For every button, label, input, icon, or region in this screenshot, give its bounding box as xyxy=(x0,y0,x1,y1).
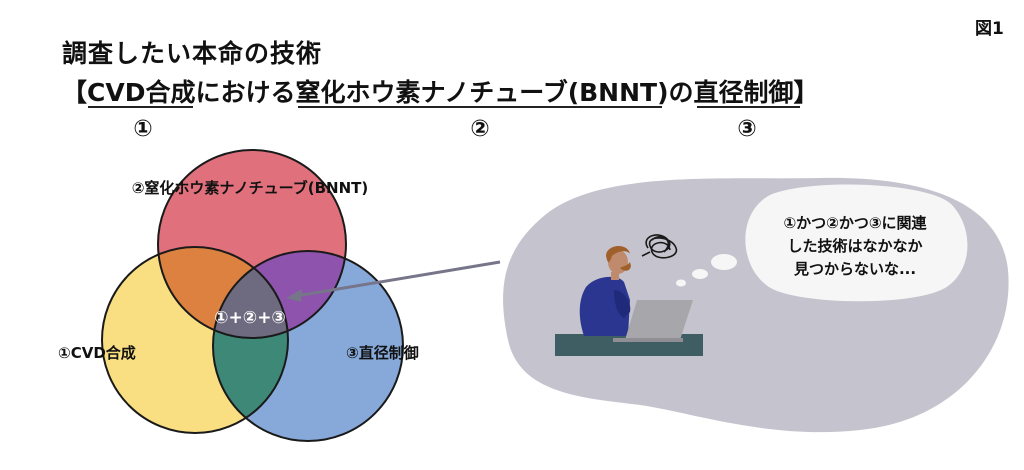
page-title: 調査したい本命の技術 xyxy=(62,39,323,68)
thinking-person-icon xyxy=(579,245,631,336)
speech-bubble xyxy=(745,184,968,302)
laptop-icon xyxy=(613,300,693,342)
thought-dot-medium xyxy=(692,269,708,279)
pointer-arrowhead xyxy=(286,289,302,302)
segment-number-1: ① xyxy=(133,116,153,142)
venn-overlap-center xyxy=(213,251,288,338)
thought-dot-large xyxy=(711,254,737,270)
venn-label-left: ①CVD合成 xyxy=(58,344,136,362)
page-subtitle: 【CVD合成における窒化ホウ素ナノチューブ(BNNT)の直径制御】 xyxy=(62,78,819,107)
figure-label: 図1 xyxy=(975,19,1004,39)
venn-outline-top xyxy=(157,149,347,339)
pointer-arrow xyxy=(295,260,501,298)
thought-dot-small xyxy=(676,279,686,287)
venn-label-right: ③直径制御 xyxy=(346,344,419,362)
underline-segment-3 xyxy=(697,106,800,108)
speech-bubble-line-2: した技術はなかなか xyxy=(787,237,922,255)
venn-outline-left xyxy=(101,246,289,434)
underline-segment-2 xyxy=(298,106,662,108)
venn-label-center: ①+②+③ xyxy=(214,308,286,328)
venn-outline-right xyxy=(212,250,404,442)
scribble-icon xyxy=(641,234,678,259)
underline-segment-1 xyxy=(88,106,193,108)
speech-bubble-line-3: 見つからないな... xyxy=(793,260,916,278)
segment-number-2: ② xyxy=(470,116,490,142)
segment-number-3: ③ xyxy=(737,116,757,142)
speech-bubble-line-1: ①かつ②かつ③に関連 xyxy=(783,214,927,232)
venn-label-top: ②窒化ホウ素ナノチューブ(BNNT) xyxy=(132,179,369,197)
